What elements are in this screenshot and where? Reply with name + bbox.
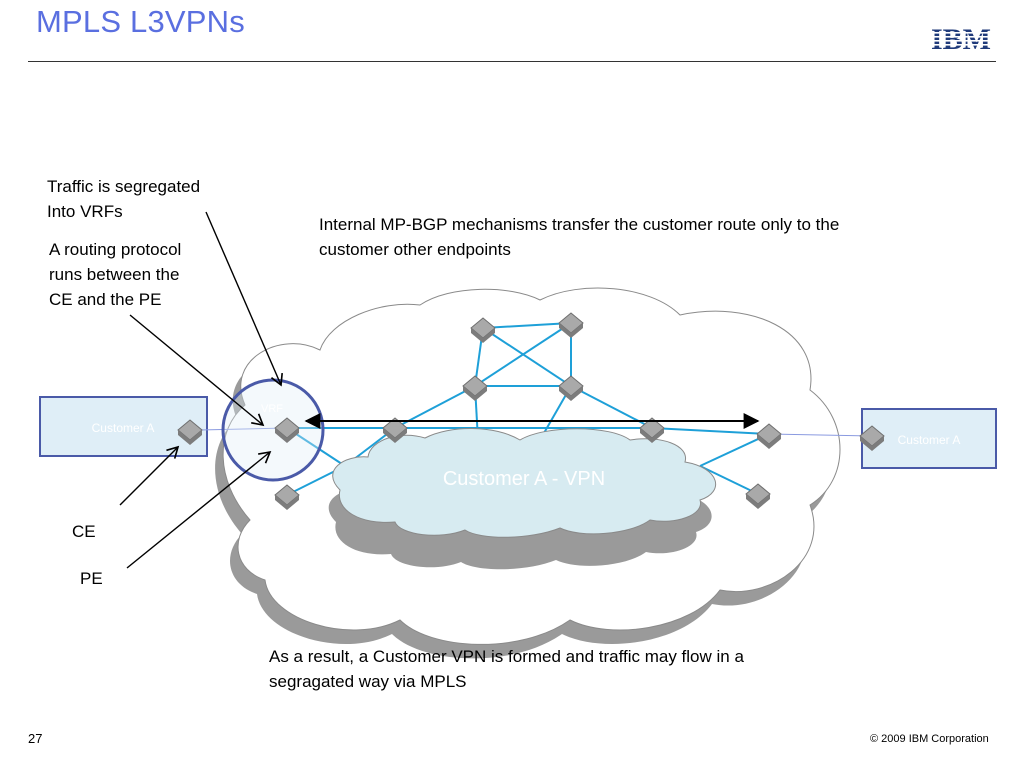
router-icon <box>558 312 584 338</box>
traffic-annotation: Traffic is segregated Into VRFs <box>47 177 201 221</box>
copyright: © 2009 IBM Corporation <box>870 733 989 745</box>
pe-callout-arrow <box>126 450 272 569</box>
router-icon-ce-left <box>177 419 203 445</box>
vpn-cloud-label: Customer A - VPN <box>443 468 605 490</box>
page-number: 27 <box>28 731 43 746</box>
vrf-circle <box>221 378 325 482</box>
title-rule <box>28 61 996 62</box>
result-annotation: As a result, a Customer VPN is formed an… <box>269 647 744 691</box>
customer-label-left: Customer A <box>92 421 155 435</box>
slide-title: MPLS L3VPNs <box>36 4 245 39</box>
router-icon <box>558 375 584 401</box>
router-icon <box>274 484 300 510</box>
router-icon-pe-left <box>274 417 300 443</box>
router-icon <box>745 483 771 509</box>
ibm-logo: IBM <box>927 24 995 54</box>
customer-label-right: Customer A <box>898 433 961 447</box>
vrf-label: VRF <box>261 403 283 415</box>
ce-pe-link-left <box>199 427 288 431</box>
traffic-callout-arrow <box>205 211 283 387</box>
router-icon-pe-right <box>756 423 782 449</box>
ce-pe-link-right <box>768 433 873 437</box>
mpbgp-annotation: Internal MP-BGP mechanisms transfer the … <box>319 215 840 259</box>
router-icon <box>462 375 488 401</box>
pe-label: PE <box>80 569 103 588</box>
vpn-cloud: Customer A - VPN <box>328 428 717 570</box>
routing-annotation: A routing protocol runs between the CE a… <box>49 240 182 309</box>
router-icon-ce-right <box>859 425 885 451</box>
routing-callout-arrow <box>129 314 265 427</box>
ce-callout-arrow <box>119 445 180 506</box>
svg-text:IBM: IBM <box>931 24 991 54</box>
ce-label: CE <box>72 522 96 541</box>
router-icon <box>470 317 496 343</box>
